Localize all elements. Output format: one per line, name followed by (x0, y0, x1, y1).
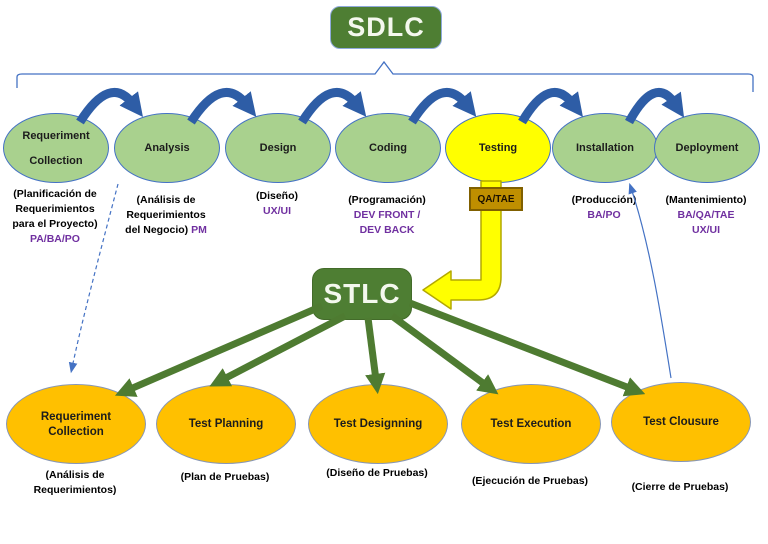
note-line: DEV BACK (359, 224, 415, 236)
stlc-ellipse-test-planning: Test Planning (156, 384, 296, 464)
note-line: DEV FRONT / (353, 209, 421, 221)
arrow-requirement-to-analysis (76, 88, 143, 125)
note-line: UX/UI (262, 205, 291, 217)
notes-test-designing: (Diseño de Pruebas) (302, 466, 452, 481)
note-line: PA/BA/PO (30, 233, 80, 245)
note-line: (Diseño de Pruebas) (326, 467, 428, 479)
ellipse-title: Requeriment (22, 129, 90, 142)
note-line: Requerimientos (15, 203, 95, 215)
ellipse-title: Test Clousure (643, 416, 719, 428)
ellipse-title: Coding (369, 142, 407, 154)
note-line: del Negocio) PM (125, 224, 207, 236)
arrow-analysis-to-design (187, 88, 257, 125)
stlc-ellipse-test-execution: Test Execution (461, 384, 601, 464)
arrow-stlc-to-test-planning (209, 312, 347, 387)
stlc-ellipse-test-closure: Test Clousure (611, 382, 751, 462)
sdlc-ellipse-deployment: Deployment (654, 113, 760, 183)
notes-installation: (Producción) BA/PO (542, 193, 666, 223)
sdlc-title: SDLC (347, 12, 425, 42)
notes-test-planning: (Plan de Pruebas) (150, 470, 300, 485)
notes-deployment: (Mantenimiento) BA/QA/TAE UX/UI (644, 193, 768, 238)
arrow-stlc-to-test-execution (389, 313, 499, 395)
arrow-stlc-to-test-designing (364, 317, 386, 395)
arrow-coding-to-testing (408, 88, 477, 125)
arrow-stlc-to-requirement-collection (114, 302, 324, 397)
sdlc-scope-bracket (16, 60, 754, 92)
notes-design: (Diseño) UX/UI (215, 189, 339, 219)
notes-requirement-collection: (Planificación de Requerimientos para el… (0, 187, 117, 247)
arrow-testing-to-installation (518, 88, 583, 125)
note-line: Requerimientos (126, 209, 206, 221)
note-line: (Programación) (348, 194, 426, 206)
ellipse-title: Testing (478, 142, 518, 154)
notes-stlc-requirement-collection: (Análisis de Requerimientos) (0, 468, 150, 498)
note-line: BA/QA/TAE (677, 209, 735, 221)
note-line: (Ejecución de Pruebas) (471, 475, 589, 487)
stlc-title: STLC (323, 278, 401, 309)
sdlc-ellipse-installation: Installation (552, 113, 658, 183)
note-line: Requerimientos) (33, 484, 117, 496)
ellipse-title: Requeriment (40, 410, 112, 423)
ellipse-title: Test Execution (490, 418, 572, 430)
sdlc-ellipse-analysis: Analysis (114, 113, 220, 183)
ellipse-title-line2: Collection (29, 154, 83, 167)
note-line: (Plan de Pruebas) (180, 471, 270, 483)
note-line: (Análisis de (45, 469, 105, 481)
note-line: (Diseño) (256, 190, 298, 202)
note-line: (Planificación de (13, 188, 97, 200)
ellipse-title: Deployment (675, 142, 739, 154)
ellipse-title: Installation (575, 142, 635, 154)
arrow-stlc-to-test-closure (408, 299, 646, 397)
note-line: (Producción) (571, 194, 637, 206)
sdlc-ellipse-testing: Testing (445, 113, 551, 183)
sdlc-ellipse-coding: Coding (335, 113, 441, 183)
notes-test-execution: (Ejecución de Pruebas) (455, 474, 605, 489)
sdlc-title-box: SDLC (330, 6, 442, 49)
ellipse-title-line2: Collection (48, 425, 104, 438)
arrow-design-to-coding (298, 88, 367, 125)
qa-tae-badge: QA/TAE (469, 187, 523, 211)
notes-coding: (Programación) DEV FRONT / DEV BACK (325, 193, 449, 238)
sdlc-ellipse-design: Design (225, 113, 331, 183)
qa-tae-label: QA/TAE (477, 193, 515, 205)
ellipse-title: Test Planning (188, 418, 264, 430)
note-line: BA/PO (587, 209, 621, 221)
arrow-installation-to-deployment (625, 88, 685, 125)
ellipse-title: Analysis (144, 142, 190, 154)
note-line: (Mantenimiento) (665, 194, 747, 206)
stlc-title-box: STLC (312, 268, 412, 320)
ellipse-title: Design (259, 142, 297, 154)
ellipse-title: Test Designning (333, 418, 423, 430)
notes-test-closure: (Cierre de Pruebas) (605, 480, 755, 495)
notes-analysis: (Análisis de Requerimientos del Negocio)… (104, 193, 228, 238)
stlc-ellipse-test-designing: Test Designning (308, 384, 448, 464)
note-line: para el Proyecto) (12, 218, 98, 230)
note-line: (Análisis de (136, 194, 196, 206)
note-line: UX/UI (691, 224, 720, 236)
note-line: (Cierre de Pruebas) (631, 481, 729, 493)
